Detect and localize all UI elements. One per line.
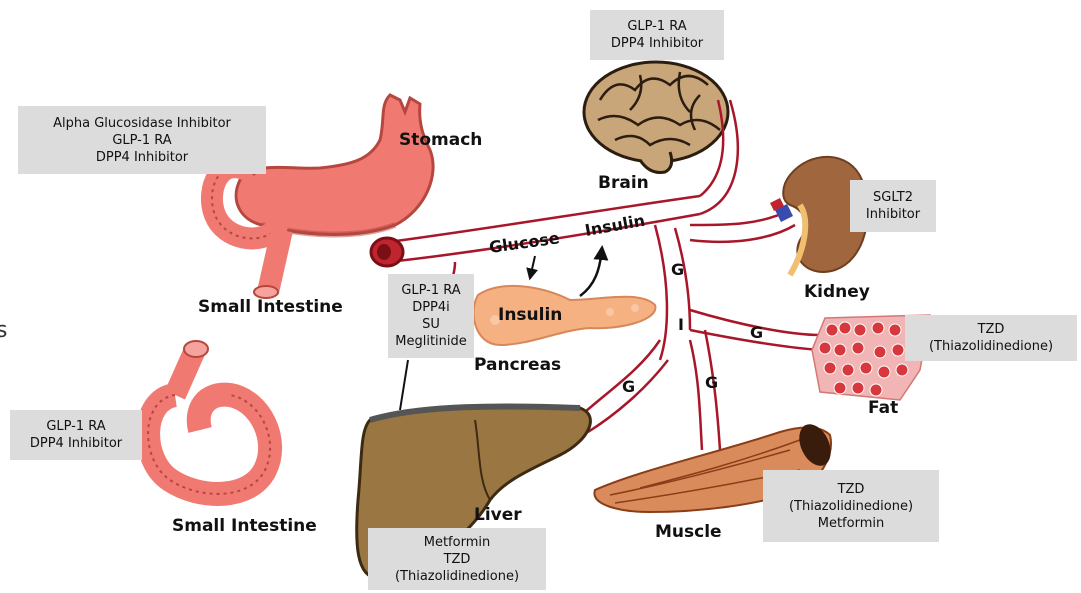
- small-intestine-drug-1: GLP-1 RA: [46, 418, 105, 435]
- brain-illustration: [584, 62, 728, 173]
- kidney-drug-box: SGLT2 Inhibitor: [850, 180, 936, 232]
- g-fat-branch-label: G: [750, 323, 763, 342]
- stomach-drug-3: DPP4 Inhibitor: [96, 149, 188, 166]
- stomach-drug-2: GLP-1 RA: [112, 132, 171, 149]
- pancreas-drug-1: GLP-1 RA: [401, 282, 460, 299]
- stomach-drug-1: Alpha Glucosidase Inhibitor: [53, 115, 231, 132]
- fat-drug-2: (Thiazolidinedione): [929, 338, 1053, 355]
- stomach-drug-box: Alpha Glucosidase Inhibitor GLP-1 RA DPP…: [18, 106, 266, 174]
- stomach-label: Stomach: [399, 130, 482, 150]
- pancreas-label: Pancreas: [474, 355, 561, 375]
- muscle-drug-box: TZD (Thiazolidinedione) Metformin: [763, 470, 939, 542]
- liver-drug-3: (Thiazolidinedione): [395, 568, 519, 585]
- pancreas-insulin-label: Insulin: [498, 305, 562, 325]
- kidney-label: Kidney: [804, 282, 870, 302]
- small-intestine-drug-box: GLP-1 RA DPP4 Inhibitor: [10, 410, 142, 460]
- muscle-drug-3: Metformin: [818, 515, 884, 532]
- pancreas-to-insulin-arrow: [580, 248, 602, 296]
- trunk-left: [655, 225, 667, 360]
- brain-drug-box: GLP-1 RA DPP4 Inhibitor: [590, 10, 724, 60]
- liver-drug-box: Metformin TZD (Thiazolidinedione): [368, 528, 546, 590]
- liver-label: Liver: [474, 505, 522, 525]
- kidney-drug-2: Inhibitor: [866, 206, 920, 223]
- cropped-text-fragment: s: [0, 318, 7, 343]
- pancreas-drug-4: Meglitinide: [395, 333, 467, 350]
- muscle-drug-2: (Thiazolidinedione): [789, 498, 913, 515]
- g-muscle-branch-label: G: [705, 373, 718, 392]
- muscle-vessel-left: [690, 340, 702, 450]
- fat-label: Fat: [868, 398, 898, 418]
- insulin-label: Insulin: [583, 211, 646, 240]
- glucose-to-pancreas-arrow: [530, 256, 535, 278]
- glucose-label: Glucose: [488, 228, 561, 257]
- kidney-vessel-lower: [690, 225, 795, 242]
- muscle-label: Muscle: [655, 522, 722, 542]
- pancreas-drug-2: DPP4i: [412, 299, 450, 316]
- brain-drug-2: DPP4 Inhibitor: [611, 35, 703, 52]
- small-intestine-bottom-illustration: [148, 341, 270, 494]
- muscle-drug-1: TZD: [838, 481, 865, 498]
- brain-label: Brain: [598, 173, 649, 193]
- g-liver-branch-label: G: [622, 377, 635, 396]
- fat-drug-box: TZD (Thiazolidinedione): [905, 315, 1077, 361]
- liver-vessel-lower: [588, 360, 668, 432]
- g-kidney-branch-label: G: [671, 260, 684, 279]
- liver-vessel-upper: [585, 340, 660, 412]
- small-intestine-bottom-label: Small Intestine: [172, 516, 317, 536]
- kidney-drug-1: SGLT2: [873, 189, 913, 206]
- i-muscle-branch-label: I: [678, 315, 684, 334]
- pancreas-drug-3: SU: [422, 316, 440, 333]
- liver-drug-1: Metformin: [424, 534, 490, 551]
- brain-drug-1: GLP-1 RA: [627, 18, 686, 35]
- fat-drug-1: TZD: [978, 321, 1005, 338]
- small-intestine-top-label: Small Intestine: [198, 297, 343, 317]
- liver-drug-2: TZD: [444, 551, 471, 568]
- pancreas-drug-box: GLP-1 RA DPP4i SU Meglitinide: [388, 274, 474, 358]
- small-intestine-drug-2: DPP4 Inhibitor: [30, 435, 122, 452]
